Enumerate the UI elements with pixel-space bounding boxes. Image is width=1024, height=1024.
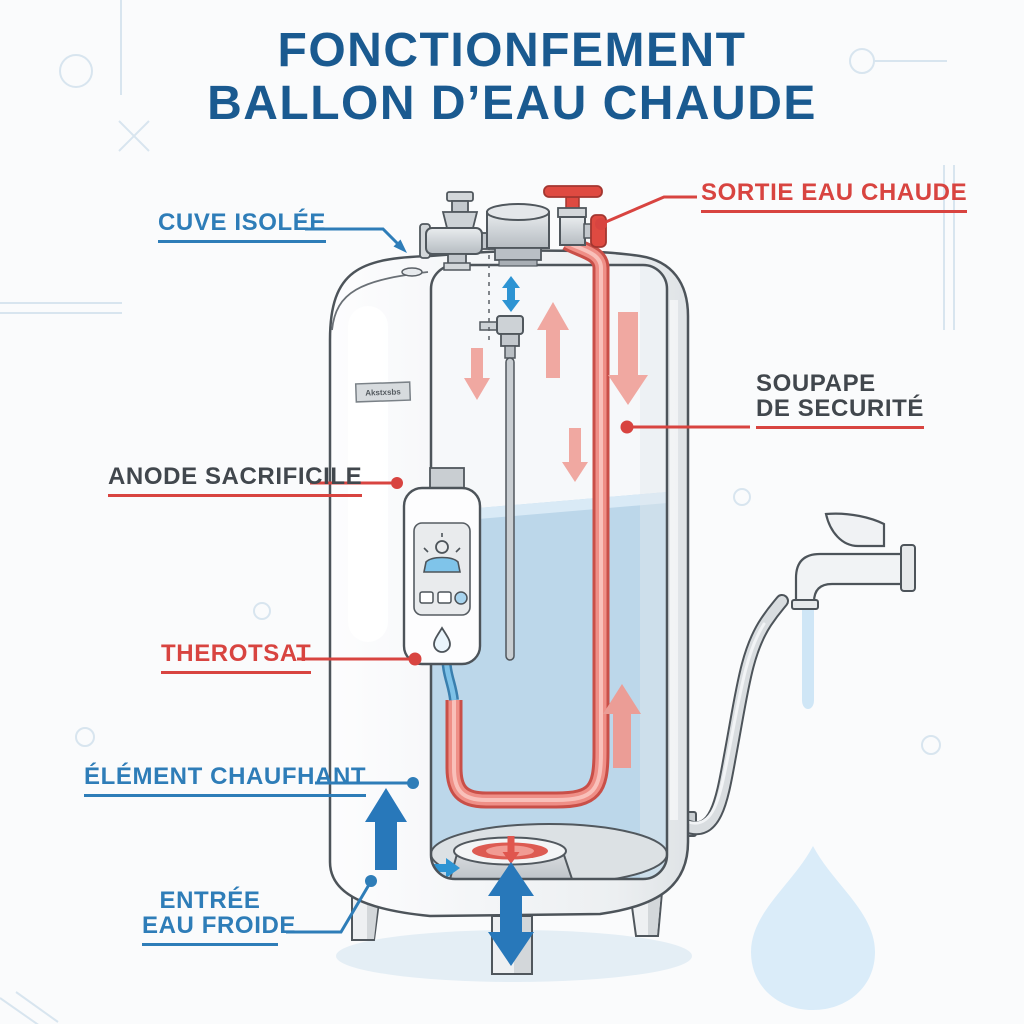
title-line-1: FONCTIONFEMENT bbox=[277, 24, 747, 77]
thermostat-button bbox=[419, 591, 434, 604]
hot-water-pipe bbox=[445, 265, 610, 809]
arrow-down-icon bbox=[608, 312, 648, 405]
leader-dot bbox=[407, 777, 419, 789]
thermostat-display bbox=[423, 556, 461, 573]
cutaway-contents bbox=[431, 265, 667, 879]
droplet-icon bbox=[433, 626, 451, 653]
label-element-chaufhant: ÉLÉMENT CHAUFHANT bbox=[84, 764, 367, 797]
element-leader bbox=[315, 777, 419, 789]
arrow-up-icon bbox=[537, 302, 569, 378]
cuve-isolee-leader bbox=[305, 227, 407, 253]
leader-dot bbox=[408, 652, 422, 666]
hot-water-valve bbox=[543, 185, 610, 270]
arrow-down-small-red-icon bbox=[502, 836, 520, 864]
decor-x-icon bbox=[118, 120, 150, 152]
thermostat-button bbox=[437, 591, 452, 604]
leader-dot bbox=[365, 875, 377, 887]
arrow-down-icon bbox=[464, 348, 490, 400]
drain-hose bbox=[679, 594, 789, 837]
faucet-outlet bbox=[791, 599, 819, 610]
top-fittings bbox=[419, 185, 610, 340]
faucet-spout bbox=[794, 552, 905, 604]
tank-highlight-right bbox=[670, 300, 678, 820]
decor-circle-icon bbox=[59, 54, 93, 88]
leader-dot bbox=[620, 420, 634, 434]
entree-leader bbox=[286, 875, 377, 934]
label-cuve-isolee: CUVE ISOLÉE bbox=[158, 210, 326, 243]
decor-dot-circle bbox=[921, 735, 941, 755]
sortie-leader bbox=[595, 195, 697, 230]
title-line-2: BALLON D’EAU CHAUDE bbox=[207, 77, 817, 130]
decor-dot-circle bbox=[733, 488, 751, 506]
faucet-flange bbox=[900, 544, 916, 592]
faucet-handle bbox=[824, 512, 886, 548]
water-drop-icon bbox=[751, 846, 875, 1010]
anode-rod bbox=[479, 315, 524, 661]
tank-name-plate: Akstxsbs bbox=[354, 381, 412, 403]
anode-leader bbox=[310, 477, 403, 489]
thermostat-button bbox=[454, 591, 468, 605]
page-title: FONCTIONFEMENT BALLON D’EAU CHAUDE bbox=[0, 24, 1024, 130]
faucet-stream bbox=[802, 609, 814, 709]
tank-top-hole bbox=[401, 267, 423, 277]
label-anode-sacrificile: ANODE SACRIFICILE bbox=[108, 464, 363, 497]
leader-dot bbox=[595, 218, 607, 230]
dial-ticks bbox=[423, 533, 461, 553]
arrow-up-down-icon bbox=[502, 276, 520, 312]
label-sortie-eau-chaude: SORTIE EAU CHAUDE bbox=[701, 180, 968, 213]
arrow-right-icon bbox=[431, 858, 460, 878]
soupape-leader bbox=[620, 420, 750, 434]
label-therotsat: THEROTSAT bbox=[161, 641, 312, 674]
leader-lines bbox=[286, 195, 750, 934]
therotsat-leader bbox=[297, 652, 422, 666]
decor-dot-circle bbox=[253, 602, 271, 620]
decor-diagonal-lines bbox=[0, 991, 59, 1024]
decor-marks bbox=[0, 0, 955, 1024]
label-soupape-securite: SOUPAPE DE SECURITÉ bbox=[756, 371, 924, 429]
label-entree-eau-froide: ENTRÉE EAU FROIDE bbox=[142, 888, 295, 946]
arrow-down-icon bbox=[562, 428, 588, 482]
heat-rise-arrow-icon bbox=[365, 788, 407, 870]
tank-plate-text: Akstxsbs bbox=[365, 387, 401, 397]
faucet bbox=[791, 512, 916, 709]
leader-dot bbox=[391, 477, 403, 489]
arrow-up-icon bbox=[603, 684, 641, 768]
bottom-double-arrow-icon bbox=[488, 862, 534, 966]
convection-arrows bbox=[464, 302, 648, 768]
leader-arrowhead-icon bbox=[393, 239, 407, 253]
decor-dot-circle bbox=[75, 727, 95, 747]
center-fitting bbox=[486, 203, 550, 267]
dial-icon bbox=[435, 540, 449, 554]
thermostat-unit bbox=[402, 467, 482, 666]
